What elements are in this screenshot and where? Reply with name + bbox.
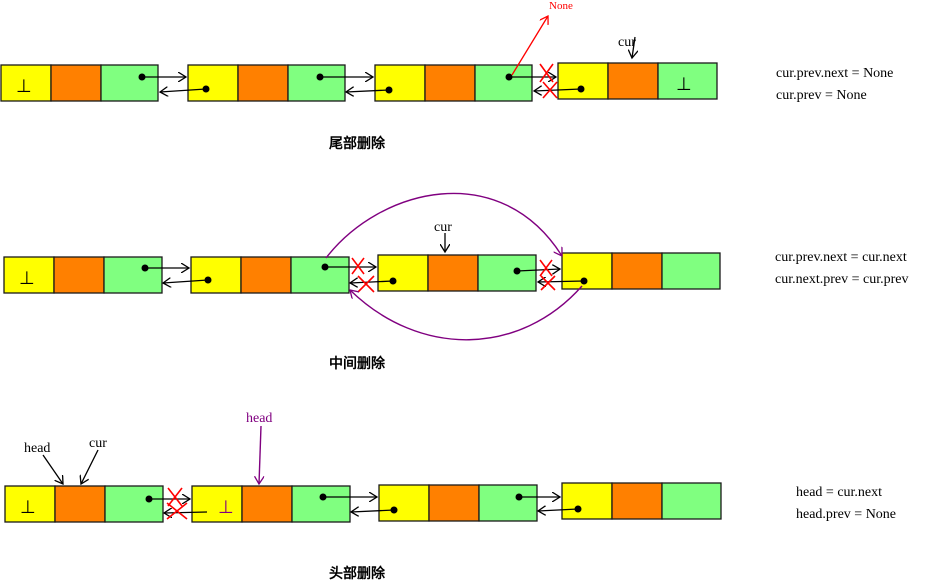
head-pointer-arrow — [42, 454, 63, 484]
head-label: head — [24, 441, 50, 456]
tail-node-cur: ⊥ — [557, 62, 718, 100]
prev-link-arrow — [351, 510, 395, 512]
next-field — [661, 252, 721, 290]
next-field — [661, 482, 722, 520]
prev-link-arrow — [346, 90, 390, 92]
prev-field — [561, 482, 613, 520]
next-field — [478, 484, 538, 522]
head-caption: 头部删除 — [329, 565, 386, 581]
next-field — [657, 62, 718, 100]
middle-deletion-section: ⊥ — [3, 192, 908, 372]
middle-node-1: ⊥ — [3, 256, 163, 294]
data-field — [607, 62, 659, 100]
cur-label: cur — [89, 436, 107, 451]
data-field — [53, 256, 105, 294]
tail-node-1: ⊥ — [0, 64, 159, 102]
data-field — [427, 254, 479, 292]
middle-caption: 中间删除 — [329, 355, 386, 372]
tail-node-3 — [374, 64, 533, 102]
prev-field — [378, 484, 430, 522]
prev-field — [374, 64, 426, 102]
prev-link-arrow — [538, 281, 585, 282]
middle-node-cur — [377, 254, 537, 292]
bypass-prev-arc — [350, 285, 583, 341]
tail-node-2 — [187, 64, 346, 102]
tail-code-line-2: cur.prev = None — [776, 88, 867, 103]
prev-field — [190, 256, 242, 294]
tail-caption: 尾部删除 — [329, 135, 386, 152]
prev-field — [561, 252, 613, 290]
middle-code-line-2: cur.next.prev = cur.prev — [775, 272, 908, 287]
prev-link-arrow — [163, 280, 209, 283]
prev-link-arrow — [164, 512, 208, 513]
cur-label: cur — [434, 220, 452, 235]
middle-code-line-1: cur.prev.next = cur.next — [775, 250, 907, 265]
prev-field — [0, 64, 52, 102]
next-field — [474, 64, 533, 102]
cut-mark — [166, 487, 188, 520]
data-field — [611, 482, 663, 520]
null-symbol: ⊥ — [16, 76, 32, 97]
middle-node-4 — [561, 252, 721, 290]
none-label: None — [549, 0, 573, 12]
head-code-line-2: head.prev = None — [796, 507, 896, 522]
tail-deletion-section: ⊥ ⊥ — [0, 0, 893, 152]
head-code-line-1: head = cur.next — [796, 485, 882, 500]
bypass-next-arc — [325, 192, 562, 259]
cur-label: cur — [618, 35, 636, 50]
data-field — [428, 484, 480, 522]
prev-field — [3, 256, 55, 294]
null-symbol: ⊥ — [676, 74, 692, 95]
none-pointer-arrow — [511, 16, 548, 76]
next-field — [104, 485, 164, 523]
cut-mark — [351, 257, 556, 293]
prev-field — [377, 254, 429, 292]
next-field — [290, 256, 350, 294]
next-field — [100, 64, 159, 102]
data-field — [424, 64, 476, 102]
null-symbol: ⊥ — [218, 497, 234, 518]
head-deletion-section: ⊥ ⊥ — [4, 411, 896, 581]
prev-link-arrow — [350, 281, 394, 283]
data-field — [50, 64, 102, 102]
next-field — [287, 64, 346, 102]
middle-node-2 — [190, 256, 350, 294]
prev-link-arrow — [538, 509, 579, 511]
tail-code-line-1: cur.prev.next = None — [776, 66, 893, 81]
prev-link-arrow — [160, 89, 207, 92]
data-field — [240, 256, 292, 294]
next-field — [103, 256, 163, 294]
prev-link-arrow — [534, 89, 582, 91]
data-field — [241, 485, 293, 523]
head-node-3 — [378, 484, 538, 522]
cut-mark — [539, 63, 558, 99]
head-node-cur: ⊥ — [4, 485, 164, 523]
prev-field — [191, 485, 243, 523]
data-field — [237, 64, 289, 102]
head-node-2: ⊥ — [191, 485, 351, 523]
prev-field — [187, 64, 239, 102]
new-head-label: head — [246, 411, 272, 426]
data-field — [611, 252, 663, 290]
new-head-pointer-arrow — [259, 425, 261, 484]
next-link-arrow — [516, 269, 560, 271]
prev-field — [557, 62, 609, 100]
null-symbol: ⊥ — [19, 268, 35, 289]
data-field — [54, 485, 106, 523]
head-node-4 — [561, 482, 722, 520]
next-field — [477, 254, 537, 292]
next-field — [291, 485, 351, 523]
null-symbol: ⊥ — [20, 497, 36, 518]
cur-pointer-arrow — [632, 36, 635, 58]
cur-pointer-arrow — [81, 449, 99, 484]
